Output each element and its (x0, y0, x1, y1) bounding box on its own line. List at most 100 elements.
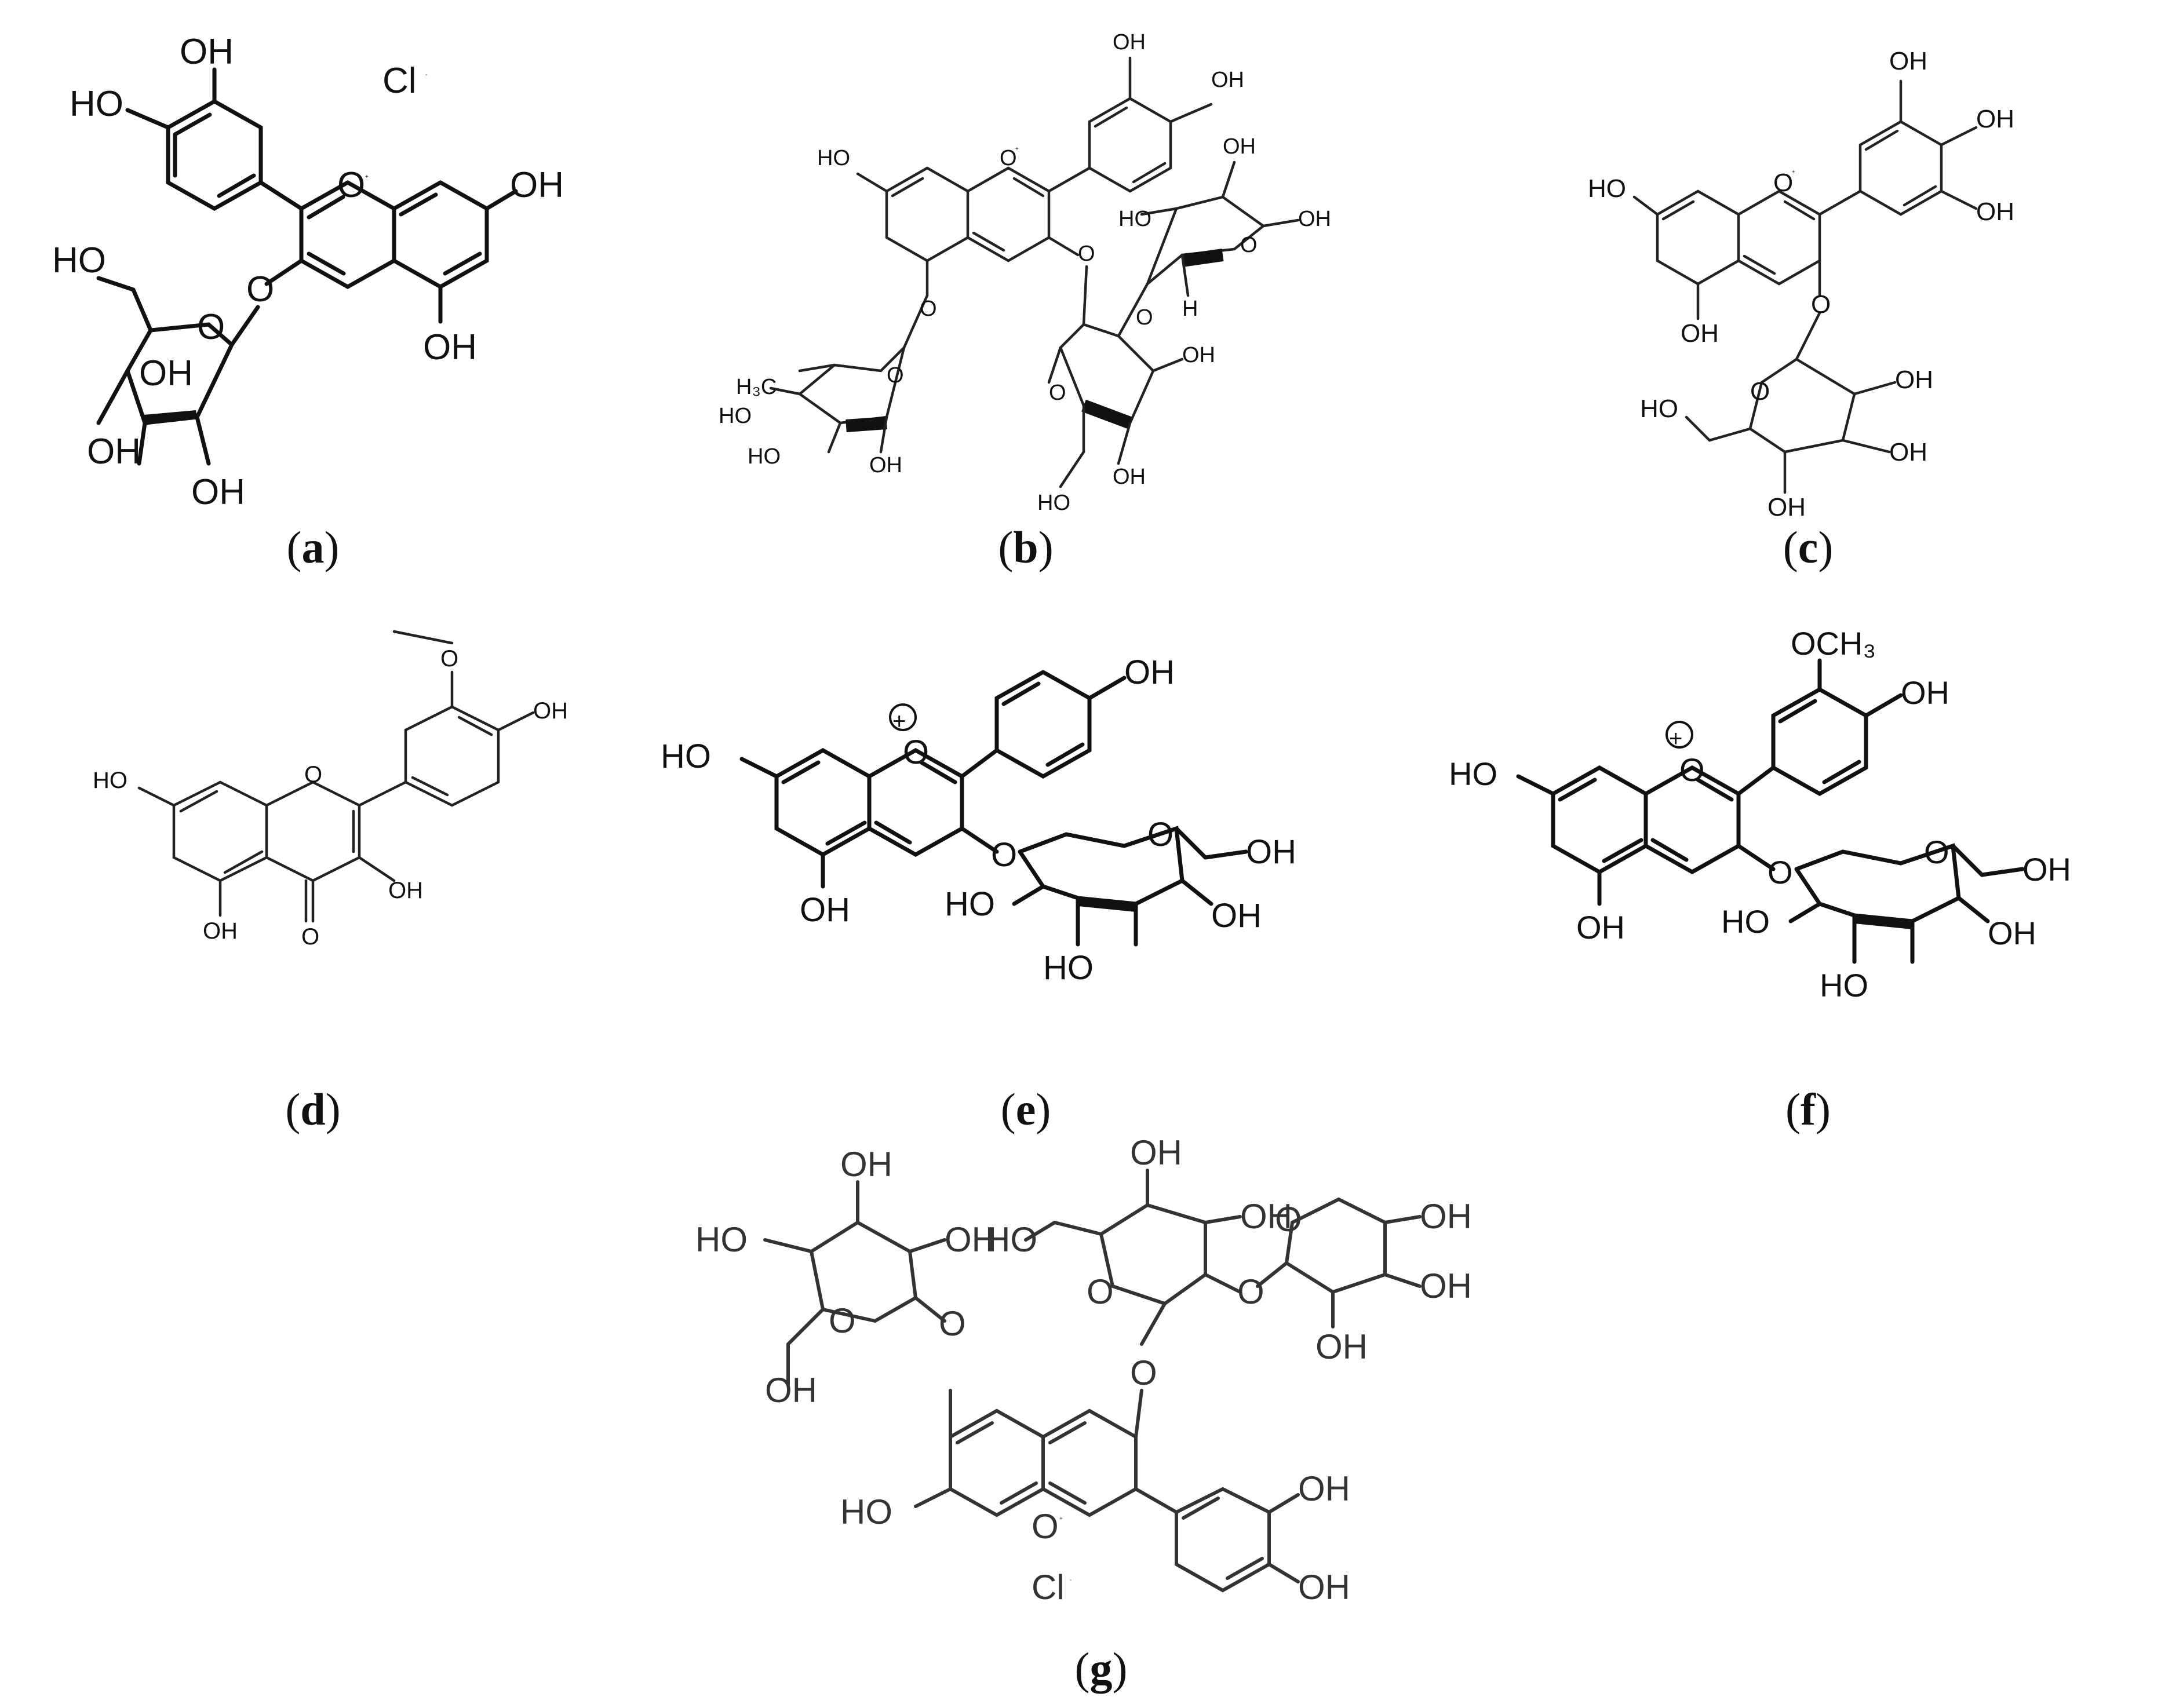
atom-label: OH (1223, 134, 1256, 159)
panel-label-g: (g) (1074, 1643, 1128, 1694)
atom-label: OH (1315, 1327, 1368, 1366)
atom-label: OH (388, 878, 423, 903)
atom-label: OH (1988, 915, 2036, 951)
atom-label: H (1182, 297, 1198, 321)
atom-label: O (440, 646, 458, 671)
atom-label: O (1032, 1507, 1059, 1546)
atom-label: O (1811, 290, 1831, 319)
structure-g: OH HO OH OH HO OH O O OH O O O OH OH OH … (695, 1133, 1472, 1607)
atom-label: OH (1246, 833, 1296, 871)
atom-label: OH (1420, 1267, 1472, 1305)
atom-label: OH (1901, 674, 1949, 711)
atom-label: HO (1588, 174, 1626, 203)
atom-label: OCH₃ (1791, 625, 1876, 662)
atom-label: OH (1240, 1197, 1292, 1236)
atom-label: HO (1640, 395, 1678, 423)
atom-label: OH (191, 472, 245, 512)
atom-label: O (1679, 751, 1705, 788)
atom-label: O (1078, 242, 1095, 266)
atom-label: O (1147, 816, 1174, 853)
atom-label: O (304, 762, 322, 787)
atom-label: HO (695, 1220, 748, 1259)
atom-label: OH (533, 698, 568, 724)
atom-label: OH (1130, 1133, 1182, 1172)
atom-label: OH (1211, 68, 1244, 92)
atom-label: O (1750, 377, 1770, 406)
atom-label: OH (1895, 366, 1933, 394)
atom-label: O (1000, 146, 1017, 170)
atom-label: HO (1721, 903, 1770, 940)
panel-label-d: (d) (285, 1084, 341, 1134)
structure-e: OH + O HO OH O O OH HO HO OH (661, 654, 1296, 987)
atom-label: OH (1298, 1568, 1350, 1607)
atom-label: OH (1420, 1197, 1472, 1236)
panel-label-e: (e) (1000, 1084, 1051, 1134)
atom-label: OH (869, 453, 902, 477)
atom-label: OH (1576, 909, 1625, 946)
charge-label: + (1059, 1516, 1063, 1522)
atom-label: O (301, 924, 319, 950)
atom-label: Cl (382, 61, 417, 101)
atom-label: OH (203, 918, 238, 944)
atom-label: HO (748, 444, 781, 469)
atom-label: OH (1182, 343, 1215, 367)
atom-label: OH (1124, 654, 1175, 691)
atom-label: OH (1681, 319, 1719, 348)
atom-label: HO (945, 885, 995, 923)
atom-label: O (920, 297, 937, 321)
structure-b: OH OH HO O + O O H₃C O HO HO OH O HO OH … (719, 30, 1331, 515)
atom-label: HO (840, 1492, 892, 1531)
atom-label: OH (423, 327, 477, 367)
atom-label: O (1275, 1200, 1302, 1239)
structure-d: O OH HO O OH OH O (93, 630, 568, 950)
atom-label: OH (1889, 47, 1927, 75)
atom-label: HO (52, 240, 106, 280)
atom-label: O (1237, 1272, 1264, 1311)
charge-label: + (892, 709, 906, 734)
atom-label: O (887, 363, 904, 388)
atom-label: O (1130, 1353, 1157, 1392)
atom-label: HO (93, 768, 127, 793)
atom-label: O (829, 1301, 856, 1340)
atom-label: O (197, 307, 225, 347)
atom-label: HO (1449, 756, 1497, 792)
atom-label: OH (1113, 465, 1146, 489)
atom-label: O (991, 836, 1017, 874)
structure-a: OH HO Cl - O + OH OH HO O O OH OH OH (52, 32, 564, 512)
atom-label: OH (180, 32, 234, 72)
atom-label: Cl (1032, 1568, 1065, 1607)
atom-label: O (1240, 233, 1258, 257)
atom-label: HO (1820, 967, 1868, 1003)
atom-label: HO (70, 84, 123, 124)
structure-c: OH OH OH HO O + OH O O OH OH HO OH (1588, 47, 2014, 521)
atom-label: HO (817, 146, 850, 170)
atom-label: OH (1889, 438, 1927, 466)
atom-label: O (1136, 305, 1153, 330)
atom-label: OH (840, 1145, 892, 1184)
atom-label: OH (765, 1371, 817, 1410)
atom-label: HO (1043, 949, 1094, 987)
atom-label: HO (1037, 491, 1070, 515)
atom-label: OH (1113, 30, 1146, 54)
atom-label: OH (1976, 105, 2014, 133)
atom-label: O (1767, 854, 1793, 891)
atom-label: OH (1976, 198, 2014, 226)
atom-label: O (1773, 169, 1793, 197)
atom-label: OH (945, 1220, 997, 1259)
charge-label: + (1792, 169, 1795, 176)
atom-label: OH (1298, 1469, 1350, 1508)
atom-label: OH (800, 891, 850, 929)
charge-label: + (365, 174, 369, 180)
atom-label: OH (87, 432, 141, 472)
structure-f: OCH₃ OH + O HO OH O O OH HO HO OH (1449, 625, 2071, 1003)
atom-label: OH (510, 165, 564, 205)
atom-label: O (337, 165, 365, 205)
panel-label-a: (a) (286, 522, 340, 572)
atom-label: O (1924, 834, 1949, 870)
charge-label: - (425, 72, 427, 78)
atom-label: OH (2022, 851, 2071, 888)
charge-label: + (1669, 726, 1682, 751)
atom-label: O (903, 733, 929, 771)
atom-label: HO (661, 738, 711, 775)
